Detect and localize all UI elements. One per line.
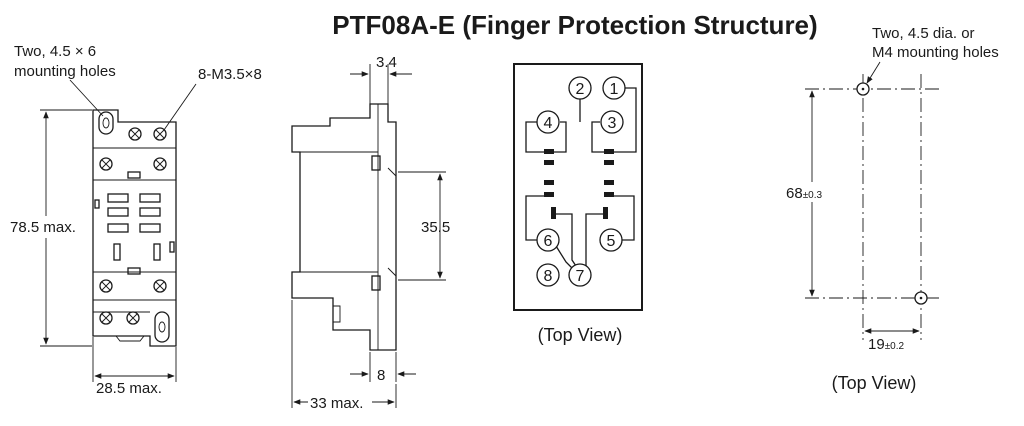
svg-text:5: 5 xyxy=(607,233,616,250)
bottom-mounting-slot xyxy=(154,311,170,343)
terminal-screw xyxy=(153,157,167,171)
hole-spacing-height: 68 xyxy=(786,185,803,202)
side-view: 3.4 35.5 8 33 max. xyxy=(291,54,450,412)
width-dimension: 28.5 max. xyxy=(96,380,162,397)
mounting-holes-note-line2: mounting holes xyxy=(14,63,116,80)
terminal-screws-note: 8-M3.5×8 xyxy=(198,66,262,83)
mounting-view-caption: (Top View) xyxy=(832,373,917,393)
mounting-holes-note-line1: Two, 4.5 × 6 xyxy=(14,43,96,60)
pin-4: 4 xyxy=(536,110,560,134)
mount-note-line2: M4 mounting holes xyxy=(872,44,999,61)
pin-6: 6 xyxy=(536,228,560,252)
height-dimension: 78.5 max. xyxy=(10,219,76,236)
mount-note-line1: Two, 4.5 dia. or xyxy=(872,25,975,42)
svg-text:4: 4 xyxy=(544,115,553,132)
svg-text:6: 6 xyxy=(544,233,553,250)
hole-spacing-width-tolerance: ±0.2 xyxy=(885,341,905,352)
mounting-hole-bottom xyxy=(914,291,928,305)
mount-note-leader xyxy=(866,61,881,84)
pin-8: 8 xyxy=(536,263,560,287)
terminal-screw xyxy=(153,279,167,293)
front-view: Two, 4.5 × 6 mounting holes 8-M3.5×8 xyxy=(8,43,262,397)
svg-text:1: 1 xyxy=(610,81,619,98)
depth-dimension: 33 max. xyxy=(310,395,363,412)
pin-layout-frame xyxy=(513,63,643,311)
svg-text:8: 8 xyxy=(544,268,553,285)
relay-socket-slots xyxy=(94,171,175,275)
terminal-screw xyxy=(153,127,167,141)
mounting-hole-top xyxy=(856,82,870,96)
socket-body-outline xyxy=(92,109,177,347)
drawing-title: PTF08A-E (Finger Protection Structure) xyxy=(332,10,817,40)
pin-view-caption: (Top View) xyxy=(538,325,623,345)
terminal-screw xyxy=(99,279,113,293)
top-mounting-slot xyxy=(98,111,114,135)
bottom-small-dimension: 8 xyxy=(377,367,385,384)
side-outline xyxy=(291,103,397,351)
svg-text:68±0.3: 68±0.3 xyxy=(786,185,823,202)
terminal-screw xyxy=(99,157,113,171)
terminal-screw xyxy=(128,127,142,141)
pin-1: 1 xyxy=(602,76,626,100)
hole-spacing-height-tolerance: ±0.3 xyxy=(803,190,823,201)
svg-text:2: 2 xyxy=(576,81,585,98)
pin-7: 7 xyxy=(568,263,592,287)
svg-text:19±0.2: 19±0.2 xyxy=(868,336,905,353)
screws-leader xyxy=(163,83,197,131)
terminal-screw xyxy=(99,311,113,325)
mid-dimension: 35.5 xyxy=(421,219,450,236)
mounting-hole-view: Two, 4.5 dia. or M4 mounting holes 68±0.… xyxy=(784,25,999,393)
svg-text:7: 7 xyxy=(576,268,585,285)
svg-text:3: 3 xyxy=(608,115,617,132)
pin-layout-view: 1 2 3 4 5 6 7 8 (Top View) xyxy=(513,63,643,345)
terminal-screw xyxy=(126,311,140,325)
top-dimension: 3.4 xyxy=(376,54,397,71)
pin-2: 2 xyxy=(568,76,592,100)
pin-5: 5 xyxy=(599,228,623,252)
pin-3: 3 xyxy=(600,110,624,134)
hole-spacing-width: 19 xyxy=(868,336,885,353)
